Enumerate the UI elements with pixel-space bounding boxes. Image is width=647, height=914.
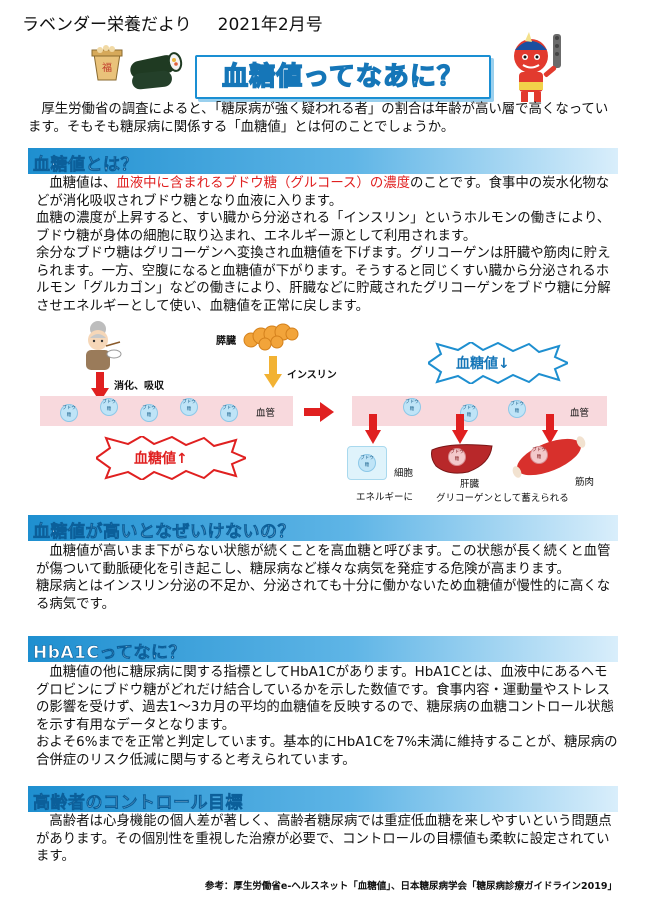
text: のことです。食事中の炭水化物などが消化吸収されブドウ糖となり血液に入ります。 bbox=[36, 176, 610, 209]
body-cell-icon bbox=[347, 446, 387, 480]
section-heading-why-high-glucose-bad: 血糖値が高いとなぜいけないの？ bbox=[28, 515, 618, 543]
to-muscle-arrow bbox=[542, 414, 558, 444]
elderly-person-eating-icon bbox=[86, 321, 122, 370]
liver-label: 肝臓 bbox=[460, 479, 480, 490]
paragraph: 血糖値が高いまま下がらない状態が続くことを高血糖と呼びます。この状態が長く続くと… bbox=[36, 544, 611, 577]
page-title: 血糖値ってなあに？ bbox=[221, 61, 464, 92]
paragraph: 余分なブドウ糖はグリコーゲンへ変換され血糖値を下げます。グリコーゲンは肝臓や筋肉… bbox=[36, 246, 611, 314]
section-body-why-high-glucose-bad: 血糖値が高いまま下がらない状態が続くことを高血糖と呼びます。この状態が長く続くと… bbox=[36, 543, 620, 613]
paragraph: 血糖の濃度が上昇すると、すい臓から分泌される「インスリン」というホルモンの働きに… bbox=[36, 211, 611, 244]
paragraph: 糖尿病とはインスリン分泌の不足か、分泌されても十分に働かないため血糖値が慢性的に… bbox=[36, 579, 611, 612]
paragraph: 高齢者は心身機能の個人差が著しく、高齢者糖尿病では重症低血糖を来しやすいという問… bbox=[36, 814, 612, 864]
section-heading-hba1c: HbA1Cってなに？ bbox=[28, 636, 618, 664]
newsletter-header: ラベンダー栄養だより 2021年2月号 bbox=[22, 10, 323, 35]
glucose-molecule-icon: ブドウ糖 bbox=[140, 404, 158, 422]
pancreas-label: 膵臓 bbox=[216, 336, 236, 347]
section-heading-what-is-blood-glucose: 血糖値とは？ bbox=[28, 148, 618, 176]
glucose-molecule-icon: ブドウ糖 bbox=[508, 400, 526, 418]
section-body-elderly-targets: 高齢者は心身機能の個人差が著しく、高齢者糖尿病では重症低血糖を来しやすいという問… bbox=[36, 813, 620, 866]
glucose-down-label: 血糖値↓ bbox=[456, 356, 510, 372]
page-title-box: 血糖値ってなあに？ bbox=[195, 55, 491, 99]
glucose-molecule-icon: ブドウ糖 bbox=[460, 404, 478, 422]
glucose-molecule-icon: ブドウ糖 bbox=[180, 398, 198, 416]
insulin-label: インスリン bbox=[287, 370, 337, 381]
transition-arrow bbox=[304, 402, 334, 422]
paragraph: およそ6%までを正常と判定しています。基本的にHbA1Cを7%未満に維持すること… bbox=[36, 735, 618, 768]
glucose-molecule-icon: ブドウ糖 bbox=[100, 398, 118, 416]
to-cell-arrow bbox=[365, 414, 381, 444]
glucose-up-burst bbox=[96, 436, 246, 480]
reference-note: 参考：厚生労働省e-ヘルスネット「血糖値」、日本糖尿病学会「糖尿病診療ガイドライ… bbox=[204, 881, 617, 892]
ehomaki-roll-icon bbox=[130, 52, 183, 90]
setsubun-illustration: 福 bbox=[91, 45, 183, 90]
digestion-label: 消化、吸収 bbox=[114, 381, 164, 392]
energy-label: エネルギーに bbox=[356, 492, 414, 503]
section-heading-text: HbA1Cってなに？ bbox=[33, 643, 187, 664]
oni-demon-illustration bbox=[514, 32, 561, 102]
digestion-arrow bbox=[91, 372, 109, 402]
cell-label: 細胞 bbox=[394, 468, 414, 479]
highlight-text: 血液中に含まれるブドウ糖（グルコース）の濃度 bbox=[116, 176, 410, 191]
svg-text:福: 福 bbox=[102, 61, 112, 74]
paragraph: 血糖値の他に糖尿病に関する指標としてHbA1Cがあります。HbA1Cとは、血液中… bbox=[36, 665, 614, 733]
section-body-hba1c: 血糖値の他に糖尿病に関する指標としてHbA1Cがあります。HbA1Cとは、血液中… bbox=[36, 664, 620, 769]
newsletter-name: ラベンダー栄養だより bbox=[22, 15, 192, 35]
glucose-molecule-icon: ブドウ糖 bbox=[448, 448, 466, 466]
glucose-molecule-icon: ブドウ糖 bbox=[358, 454, 376, 472]
section-heading-text: 血糖値とは？ bbox=[33, 155, 138, 176]
glucose-molecule-icon: ブドウ糖 bbox=[530, 446, 548, 464]
section-heading-elderly-targets: 高齢者のコントロール目標 bbox=[28, 786, 618, 814]
glucose-molecule-icon: ブドウ糖 bbox=[60, 404, 78, 422]
glucose-down-burst bbox=[428, 342, 568, 384]
muscle-label: 筋肉 bbox=[575, 477, 595, 488]
glucose-molecule-icon: ブドウ糖 bbox=[220, 404, 238, 422]
issue-date: 2021年2月号 bbox=[217, 15, 323, 35]
section-heading-text: 血糖値が高いとなぜいけないの？ bbox=[33, 522, 295, 543]
muscle-icon bbox=[512, 436, 586, 478]
blood-vessel-left bbox=[40, 396, 293, 426]
pancreas-icon bbox=[243, 323, 299, 351]
glucose-diagram: 消化、吸収 膵臓 インスリン ブドウ糖 ブドウ糖 ブドウ糖 ブドウ糖 ブドウ糖 … bbox=[0, 318, 647, 508]
glucose-molecule-icon: ブドウ糖 bbox=[403, 398, 421, 416]
intro-paragraph: 厚生労働省の調査によると、「糖尿病が強く疑われる者」の割合は年齢が高い層で高くな… bbox=[28, 101, 620, 137]
text: 血糖値は、 bbox=[49, 176, 117, 191]
vessel-label-right: 血管 bbox=[570, 408, 590, 419]
to-liver-arrow bbox=[452, 414, 468, 444]
insulin-arrow bbox=[264, 356, 282, 388]
section-body-what-is-blood-glucose: 血糖値は、血液中に含まれるブドウ糖（グルコース）の濃度のことです。食事中の炭水化… bbox=[36, 175, 620, 315]
intro-text: 厚生労働省の調査によると、「糖尿病が強く疑われる者」の割合は年齢が高い層で高くな… bbox=[28, 102, 609, 135]
bean-box-icon: 福 bbox=[91, 45, 123, 81]
blood-vessel-right bbox=[352, 396, 607, 426]
section-heading-text: 高齢者のコントロール目標 bbox=[33, 793, 243, 814]
paragraph: 血糖値は、血液中に含まれるブドウ糖（グルコース）の濃度のことです。食事中の炭水化… bbox=[36, 175, 620, 210]
glucose-up-label: 血糖値↑ bbox=[134, 451, 188, 467]
glycogen-label: グリコーゲンとして蓄えられる bbox=[436, 493, 569, 504]
vessel-label-left: 血管 bbox=[256, 408, 276, 419]
